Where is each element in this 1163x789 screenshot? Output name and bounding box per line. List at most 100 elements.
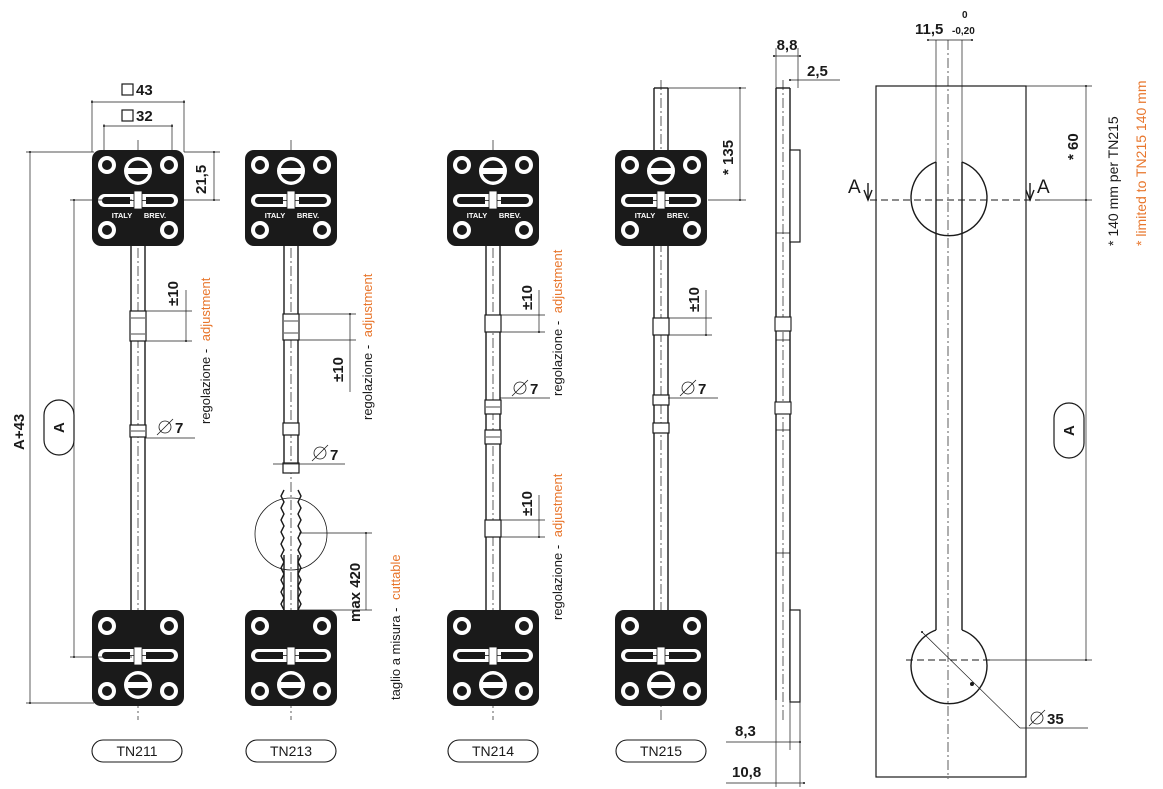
dim-slot-width: 11,5 0 -0,20 xyxy=(915,10,975,42)
dim-side-plate: 2,5 xyxy=(788,63,840,82)
dim-text-pm10: ±10 xyxy=(165,281,182,306)
rod-tn213 xyxy=(254,140,328,720)
dim-text-8-3: 8,3 xyxy=(735,723,756,740)
model-label-tn211: TN211 xyxy=(117,743,158,759)
dim-diameter-tn214: 7 xyxy=(500,379,550,399)
dim-max-cut: max 420 taglio a misura - cuttable xyxy=(299,531,403,700)
top-plate-tn215 xyxy=(614,149,708,247)
dim-square-43: 43 xyxy=(90,82,186,152)
side-view: 8,8 2,5 8,3 10,8 xyxy=(726,37,840,787)
section-letter-a: A xyxy=(1037,177,1050,198)
section-marker-right: A xyxy=(1025,177,1050,202)
plate-mark-italy: ITALY xyxy=(467,211,487,220)
dim-text-pm10: ±10 xyxy=(519,285,536,310)
adjustment-label: regolazione - adjustment xyxy=(550,473,565,620)
dim-rod-a: A xyxy=(43,198,132,659)
dim-text-7: 7 xyxy=(530,381,538,398)
cut-label: taglio a misura - cuttable xyxy=(388,554,403,700)
cuttable-text: cuttable xyxy=(388,554,403,600)
dim-text-35: 35 xyxy=(1047,711,1064,728)
top-plate-tn211 xyxy=(91,149,185,247)
bottom-plate-tn214 xyxy=(446,609,540,707)
dim-text-2-5: 2,5 xyxy=(807,63,828,80)
plate-mark-brev: BREV. xyxy=(297,211,319,220)
plate-mark-italy: ITALY xyxy=(265,211,285,220)
dim-text-135: * 135 xyxy=(720,140,737,175)
view-tn211: ITALY BREV. 43 32 21,5 xyxy=(11,82,220,763)
dim-adjustment-tn214-top: ±10 regolazione - adjustment xyxy=(501,249,565,396)
regolazione-text: regolazione - xyxy=(198,349,213,424)
tolerance-lower: -0,20 xyxy=(952,26,975,37)
dim-text-pm10: ±10 xyxy=(519,491,536,516)
dim-text-21-5: 21,5 xyxy=(193,165,210,194)
dim-diameter-tn211: 7 xyxy=(145,418,195,439)
drill-template: A A 11,5 0 -0,20 * 60 A xyxy=(848,10,1092,779)
note-italian: * 140 mm per TN215 xyxy=(1105,116,1121,246)
model-label-tn214: TN214 xyxy=(472,743,514,759)
dim-hole-diameter: 35 xyxy=(920,630,1088,729)
view-tn214: ITALY BREV. ±10 regolazione - adjustment… xyxy=(446,140,565,763)
dim-side-width: 8,8 xyxy=(772,37,802,88)
dim-text-pm10: ±10 xyxy=(686,287,703,312)
dim-text-60: * 60 xyxy=(1065,133,1082,160)
dim-overall: A+43 xyxy=(11,150,94,705)
dim-text-overall: A+43 xyxy=(11,414,28,450)
dim-text-7: 7 xyxy=(175,420,183,437)
bottom-plate-tn213 xyxy=(244,609,338,707)
dim-text-7: 7 xyxy=(698,381,706,398)
taglio-text: taglio a misura - xyxy=(388,608,403,700)
dim-square-32: 32 xyxy=(102,108,174,156)
view-tn213: ITALY BREV. ±10 regolazione - adjustment… xyxy=(244,140,403,763)
rod-tn215 xyxy=(652,80,670,720)
regolazione-text: regolazione - xyxy=(550,321,565,396)
dim-adjustment-tn213: ±10 regolazione - adjustment xyxy=(299,273,375,420)
dim-adjustment-tn215: ±10 xyxy=(669,287,712,337)
plate-mark-italy: ITALY xyxy=(112,211,132,220)
dim-side-total: 10,8 xyxy=(726,700,806,787)
dim-text-max-420: max 420 xyxy=(347,563,364,622)
dim-21-5: 21,5 xyxy=(184,150,220,202)
view-tn215: ITALY BREV. * 135 ±10 7 TN215 xyxy=(614,80,746,763)
tolerance-upper: 0 xyxy=(962,10,968,21)
section-marker-left: A xyxy=(848,177,873,202)
plate-mark-italy: ITALY xyxy=(635,211,655,220)
dim-tn215-rod: * 135 xyxy=(668,86,746,202)
regolazione-text: regolazione - xyxy=(360,345,375,420)
adjustment-label: regolazione - adjustment xyxy=(198,277,213,424)
bottom-plate-tn211 xyxy=(91,609,185,707)
dim-adjustment-tn214-bottom: ±10 regolazione - adjustment xyxy=(501,473,565,620)
dim-text-a: A xyxy=(1061,425,1078,436)
dim-hole-spacing: * 60 xyxy=(1026,84,1092,202)
regolazione-text: regolazione - xyxy=(550,545,565,620)
adjustment-label: regolazione - adjustment xyxy=(550,249,565,396)
square-symbol-icon xyxy=(121,83,134,96)
dim-text-8-8: 8,8 xyxy=(777,37,798,54)
square-symbol-icon xyxy=(121,109,134,122)
top-plate-tn213 xyxy=(244,149,338,247)
model-label-tn215: TN215 xyxy=(640,743,682,759)
dim-text-32: 32 xyxy=(136,108,153,125)
adjustment-text: adjustment xyxy=(198,277,213,341)
plate-mark-brev: BREV. xyxy=(499,211,521,220)
adjustment-text: adjustment xyxy=(550,473,565,537)
adjustment-text: adjustment xyxy=(360,273,375,337)
dim-text-43: 43 xyxy=(136,82,153,99)
bottom-plate-tn215 xyxy=(614,609,708,707)
plate-mark-brev: BREV. xyxy=(144,211,166,220)
dim-text-pm10: ±10 xyxy=(330,357,347,382)
dim-text-11-5: 11,5 xyxy=(915,21,943,38)
dim-diameter-tn215: 7 xyxy=(668,379,718,399)
top-plate-tn214 xyxy=(446,149,540,247)
adjustment-label: regolazione - adjustment xyxy=(360,273,375,420)
dim-text-a: A xyxy=(51,422,68,433)
note-english: * limited to TN215 140 mm xyxy=(1133,81,1149,246)
adjustment-text: adjustment xyxy=(550,249,565,313)
dim-text-10-8: 10,8 xyxy=(732,764,761,781)
dim-hole-distance-a: A xyxy=(990,200,1092,662)
dim-adjustment-tn211: ±10 regolazione - adjustment xyxy=(146,277,213,424)
model-label-tn213: TN213 xyxy=(270,743,312,759)
dim-side-base: 8,3 xyxy=(726,700,802,750)
dim-diameter-tn213: 7 xyxy=(273,444,345,465)
dim-text-7: 7 xyxy=(330,447,338,464)
